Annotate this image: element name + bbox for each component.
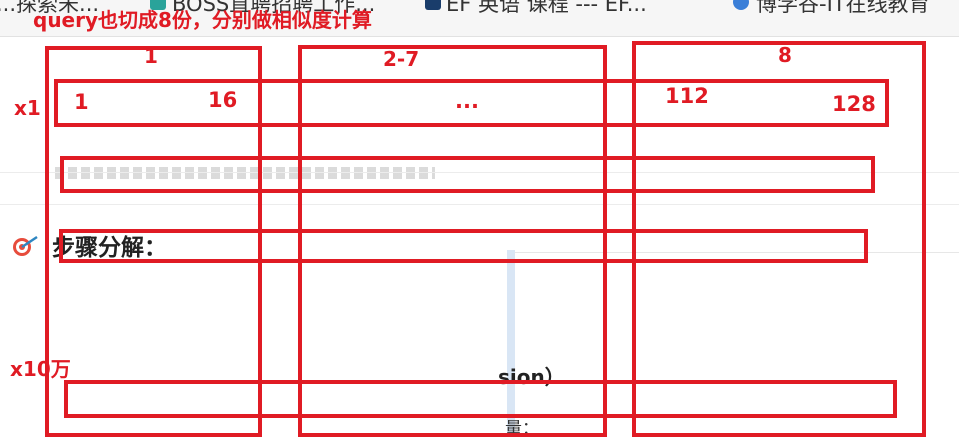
bookmark-1[interactable]: ...探索未...: [0, 0, 100, 16]
divider: [0, 172, 959, 173]
row-box-last: [64, 380, 897, 418]
boss-logo-icon: [150, 0, 166, 10]
text-fragment: sion）: [498, 365, 565, 389]
boxuegu-logo-icon: [733, 0, 749, 10]
query-row-box: [54, 79, 889, 127]
ellipsis: ...: [455, 89, 479, 113]
row-box-3: [59, 229, 868, 263]
bookmark-2[interactable]: BOSS直聘招聘工作...: [172, 0, 376, 16]
column-box-1: [45, 46, 262, 437]
chunk-end-128: 128: [832, 92, 876, 116]
column-label-1: 1: [144, 44, 158, 68]
column-box-8: [632, 41, 926, 437]
bookmark-3[interactable]: EF 英语 课程 --- EF...: [446, 0, 647, 16]
column-box-2-7: [298, 45, 607, 437]
row-box-2: [60, 156, 875, 193]
divider: [0, 204, 959, 205]
panel-border: [515, 252, 959, 253]
bookmarks-bar: ...探索未... BOSS直聘招聘工作... EF 英语 课程 --- EF.…: [0, 0, 959, 37]
bookmark-4[interactable]: 博学谷-IT在线教育: [756, 0, 930, 16]
chunk-end-16: 16: [208, 88, 238, 112]
row-label-x1: x1: [14, 96, 41, 120]
section-heading: 步骤分解：: [52, 235, 167, 261]
target-icon: [11, 235, 41, 262]
column-label-2-7: 2-7: [383, 47, 420, 71]
ef-logo-icon: [425, 0, 441, 10]
side-panel-edge: [507, 250, 515, 437]
column-label-8: 8: [778, 43, 792, 67]
blurred-text-line: [55, 167, 435, 179]
chunk-start-1: 1: [74, 90, 89, 114]
row-label-x10wan: x10万: [10, 357, 71, 381]
chunk-start-112: 112: [665, 84, 709, 108]
annotation-title: query也切成8份，分别做相似度计算: [33, 8, 372, 32]
